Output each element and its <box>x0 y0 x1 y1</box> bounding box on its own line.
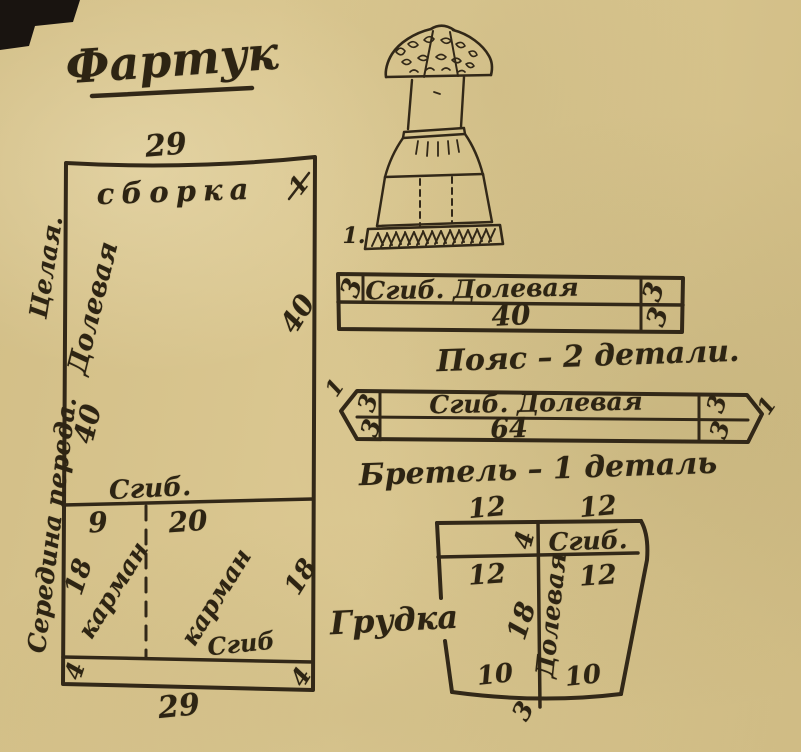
strap-outline <box>339 389 764 444</box>
strap-length: 64 <box>489 412 529 446</box>
pocket-top-line <box>61 497 315 507</box>
pocket-width-left: 9 <box>87 505 109 540</box>
bib-caption: Грудка <box>328 597 460 643</box>
bib-mid-left: 12 <box>467 558 507 592</box>
panel-gather-label: сборка <box>96 171 256 212</box>
bib-top-right: 12 <box>577 489 619 525</box>
pocket-width-right: 20 <box>167 503 209 540</box>
bib-outline <box>435 519 650 709</box>
bib-fold-label: Сгиб. <box>548 525 628 557</box>
belt-fold-grain-label: Сгиб. Долевая <box>365 272 579 306</box>
belt-length: 40 <box>490 298 532 333</box>
figure-number: 1. <box>342 223 366 249</box>
pocket-bottom-line <box>61 655 315 664</box>
belt-outline <box>336 272 685 334</box>
bib-top-left: 12 <box>466 490 508 526</box>
belt-fold-line <box>336 300 685 307</box>
dress-illustration <box>363 24 505 251</box>
bib-bottom-left: 10 <box>475 658 515 692</box>
apron-panel-outline <box>61 155 317 692</box>
title-underline <box>89 85 255 99</box>
panel-top-width: 29 <box>143 126 189 165</box>
scan-corner-mark <box>0 0 80 50</box>
pocket-fold-bottom-label: Сгиб <box>205 625 276 662</box>
bib-mid-right: 12 <box>578 559 618 593</box>
corner-notch-tick <box>287 171 311 201</box>
page-title: Фартук <box>63 25 281 95</box>
pocket-fold-top-label: Сгиб. <box>108 471 192 507</box>
panel-bottom-width: 29 <box>156 686 202 727</box>
bib-bottom-right: 10 <box>563 659 603 693</box>
strap-fold-line <box>355 415 750 422</box>
strap-fold-grain-label: Сгиб. Долевая <box>429 386 643 420</box>
